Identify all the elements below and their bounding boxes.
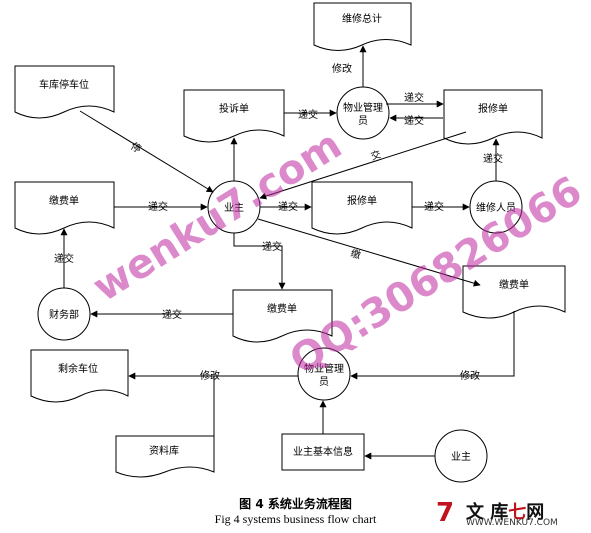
doc-payment-right-label: 缴费单: [499, 278, 529, 291]
box-owner-info-label: 业主基本信息: [293, 445, 353, 458]
doc-complaint: 投诉单: [183, 89, 285, 143]
logo-brand-suffix: 网: [526, 502, 545, 523]
doc-remaining-spaces: 剩余车位: [30, 349, 129, 403]
caption-english: Fig 4 systems business flow chart: [214, 512, 377, 526]
flow-diagram: 维修总计 车库停车位 投诉单 报修单 缴费单 报修单 缴费单 缴费单 剩余车位 …: [14, 2, 566, 483]
box-owner-info: 业主基本信息: [281, 433, 365, 471]
edge-label-submit-repair-maint: 递交: [424, 200, 444, 213]
edge-label-submit-center-finance: 递交: [162, 308, 182, 321]
circle-pm-top-line2: 员: [358, 115, 368, 127]
doc-complaint-label: 投诉单: [219, 102, 249, 115]
logo-seven-icon: 7: [436, 498, 455, 528]
circle-maintainer-label: 维修人员: [476, 201, 516, 214]
circle-pm-top-line1: 物业管理: [343, 101, 383, 114]
doc-payment-left: 缴费单: [14, 181, 115, 235]
doc-repair-stats-label: 维修总计: [342, 12, 382, 25]
edge-label-submit-repair-owner: 交: [369, 148, 382, 163]
edge-label-modify-stats: 修改: [332, 62, 352, 75]
circle-owner-bottom-label: 业主: [451, 451, 471, 463]
doc-repair-form-mid: 报修单: [311, 181, 413, 235]
logo-brand-seven: 七: [508, 502, 527, 523]
edge-label-submit-owner-down: 递交: [262, 240, 282, 253]
circle-owner-bottom: 业主: [434, 429, 488, 483]
edge-label-submit-payment-left: 递交: [148, 200, 168, 213]
circle-owner-center-label: 业主: [224, 202, 244, 214]
logo-brand-text: 文 库七网: [466, 498, 544, 524]
circle-pm-bottom: 物业管理 员: [297, 347, 351, 401]
edge-owner-to-paymentcenter: [233, 233, 286, 290]
edge-label-submit-maint-repair: 递交: [483, 152, 503, 165]
doc-database-label: 资料库: [149, 444, 179, 457]
edge-label-submit-repair-pm: 递交: [404, 114, 424, 127]
logo-brand-prefix: 文 库: [466, 502, 509, 523]
edge-label-submit-complaint: 递交: [298, 108, 318, 121]
doc-repair-stats: 维修总计: [313, 2, 412, 51]
edge-label-modify-right: 修改: [460, 369, 480, 382]
circle-pm-bottom-line2: 员: [319, 376, 329, 388]
doc-remaining-spaces-label: 剩余车位: [58, 362, 98, 375]
edge-labels: 修改 递交 递交 递交 交 停 递交 递交 递交 递交 递交 递交 递交 缴 修…: [54, 62, 503, 382]
brand-logo: 7 文 库七网 WWW.WENKU7.COM: [436, 498, 586, 530]
edge-paymentright-to-pmbottom: [350, 311, 515, 380]
doc-parking-label: 车库停车位: [39, 78, 89, 91]
doc-payment-center-label: 缴费单: [267, 302, 297, 315]
circle-finance-label: 财务部: [49, 308, 79, 321]
circle-finance: 财务部: [37, 287, 91, 341]
logo-url: WWW.WENKU7.COM: [466, 518, 558, 528]
edge-label-submit-finance: 递交: [54, 252, 74, 265]
doc-payment-left-label: 缴费单: [49, 194, 79, 207]
edge-parking-to-owner: [79, 110, 214, 193]
circle-pm-top: 物业管理 员: [336, 86, 390, 140]
edge-label-modify-left: 修改: [200, 369, 220, 382]
doc-repair-form-mid-label: 报修单: [347, 194, 377, 207]
doc-payment-center: 缴费单: [232, 289, 333, 343]
doc-parking: 车库停车位: [14, 65, 115, 119]
edge-label-owner-payment-right: 缴: [349, 246, 362, 261]
caption-chinese: 图 4 系统业务流程图: [239, 497, 352, 511]
edge-repairform-to-owner: [259, 131, 467, 200]
edge-owner-to-paymentright: [257, 218, 481, 287]
circle-pm-bottom-line1: 物业管理: [304, 362, 344, 375]
doc-repair-form-top: 报修单: [443, 89, 543, 145]
doc-repair-form-top-label: 报修单: [478, 102, 508, 115]
circle-maintainer: 维修人员: [469, 180, 523, 234]
edge-label-submit-owner-repair: 递交: [278, 200, 298, 213]
edge-label-submit-pm-repair: 递交: [404, 91, 424, 104]
doc-database: 资料库: [115, 435, 215, 478]
